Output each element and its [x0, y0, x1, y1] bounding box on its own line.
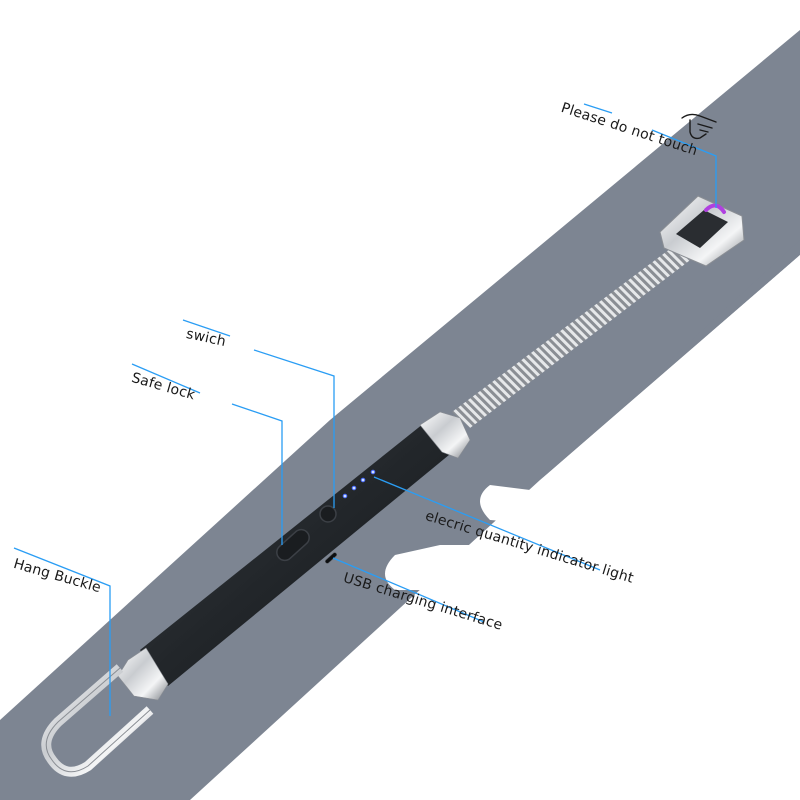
lighter-body	[117, 411, 471, 701]
arc-tip-head	[659, 195, 745, 267]
usb-port	[324, 552, 338, 564]
leader-lines	[13, 103, 717, 716]
flexible-neck	[452, 234, 706, 428]
hang-buckle	[41, 664, 154, 777]
pointing-hand-icon	[681, 113, 717, 140]
safe-lock-button[interactable]	[274, 526, 313, 563]
indicator-leds	[342, 469, 376, 499]
switch-button[interactable]	[319, 505, 337, 523]
